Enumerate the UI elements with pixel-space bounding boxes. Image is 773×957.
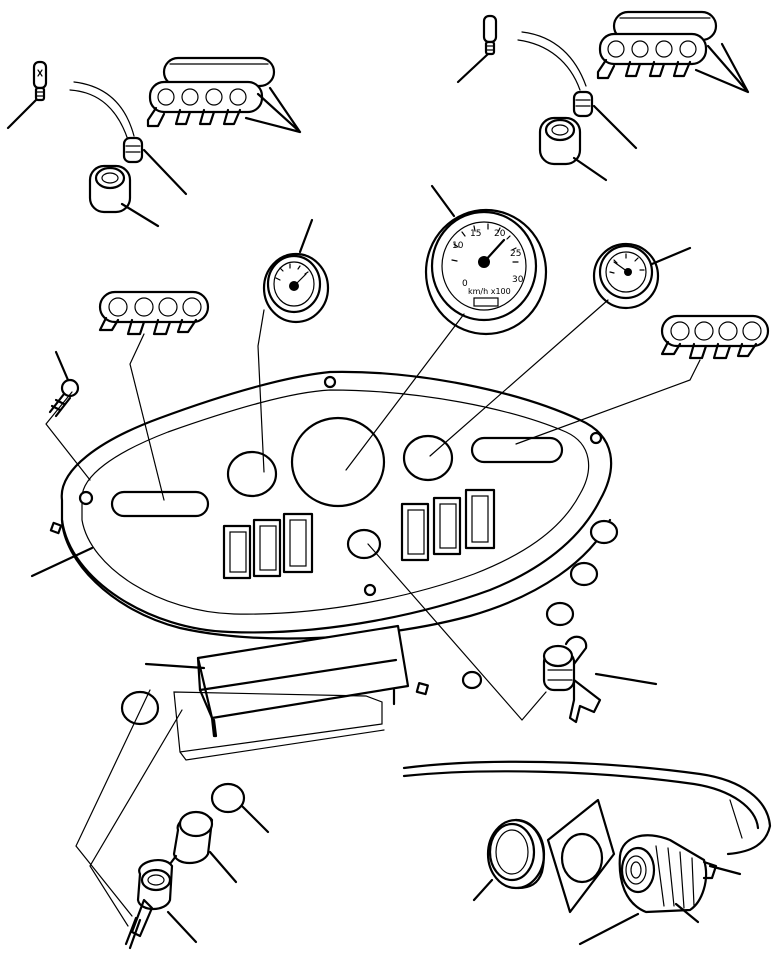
leader-socket-top-left [142,148,188,196]
panel-key-hole [346,528,382,560]
lens-strip-top-right [596,10,718,80]
guide-line-mid-left-strip [129,333,165,501]
wire-top-left [69,81,135,141]
panel-slot-left [110,490,210,518]
wire-top-right [517,31,587,91]
blank-cap-1 [589,519,619,545]
leader-panel [30,546,94,578]
leader-switch-barrel [208,850,238,884]
leader-ignition-switch [594,672,658,686]
leader-bulb-top-right [456,52,490,84]
bulb-top-right [482,14,498,56]
leader-retaining-ring [472,878,494,902]
leader-speedometer [430,184,456,218]
blank-cap-4 [461,670,483,690]
speedometer-scale-30: 30 [512,275,524,285]
leader-switch-knob [674,902,700,924]
lens-strip-mid-left [98,290,210,336]
guide-line-bottom-left [75,689,183,927]
fuse-box-bracket [173,691,385,761]
bulb-top-left [32,60,48,102]
leader-holder-top-right [572,156,608,182]
leader-screw [54,350,70,382]
detail-view-panel-edge [402,760,772,856]
leader-mounting-plate [578,912,640,946]
socket-top-left [122,136,144,164]
switch-cap-bottom-left [210,782,246,814]
leader-bulb-top-left [6,98,38,130]
guide-line-screw [45,391,91,481]
guide-line-speedometer [345,313,465,471]
speedometer-scale-10: 10 [452,241,464,251]
guide-line-mid-right-strip [515,359,701,445]
small-square-marker-left [49,521,63,535]
lamp-cluster-top-right [456,10,750,182]
leader-lens-top-right [694,42,750,94]
switch-barrel-bottom-left [168,810,214,866]
leader-lens-top-left [244,86,302,134]
key-switch-bottom-left [124,858,174,950]
small-gauge-left [262,252,330,324]
leader-switch-cap [240,804,270,834]
speedometer-scale-25: 25 [510,249,521,259]
panel-switch-row-right [400,488,496,562]
fuse-box-cover [196,624,410,738]
blank-cap-3 [545,601,575,627]
speedometer-scale-0: 0 [462,279,468,289]
instrument-panel [60,370,613,640]
lamp-cluster-top-left [6,56,302,228]
speedometer-unit: km/h x100 [468,287,511,296]
guide-line-left-gauge [257,309,265,473]
panel-switch-row-left [222,512,314,580]
leader-detail-view [708,864,742,876]
mounting-plate [546,798,616,914]
retaining-ring [486,818,546,890]
panel-cutout-left [226,450,278,498]
small-square-marker-right [415,682,429,696]
leader-fuse-box [144,662,206,670]
ignition-switch-right [542,635,602,724]
blank-cap-5 [120,690,160,726]
speedometer-scale-15: 15 [470,229,481,239]
leader-holder-top-left [120,202,160,228]
panel-cutout-speedo [290,416,386,508]
guide-line-ignition [367,543,547,721]
leader-socket-top-right [592,104,638,150]
lens-strip-top-left [146,56,276,128]
leader-key-switch [166,910,198,944]
speedometer-scale-20: 20 [494,229,506,239]
screw [48,378,80,418]
leader-small-gauge-right [650,246,692,266]
panel-slot-right [470,436,564,464]
holder-top-right [538,116,582,166]
holder-top-left [88,164,132,214]
small-gauge-right [592,242,660,310]
leader-small-gauge-left [298,218,314,254]
socket-top-right [572,90,594,118]
guide-line-right-gauge [429,299,609,457]
switch-knob-detail [618,834,718,914]
lens-strip-mid-right [660,314,770,360]
blank-cap-2 [569,561,599,587]
speedometer: 0 10 15 20 25 30 km/h x100 [424,208,548,336]
